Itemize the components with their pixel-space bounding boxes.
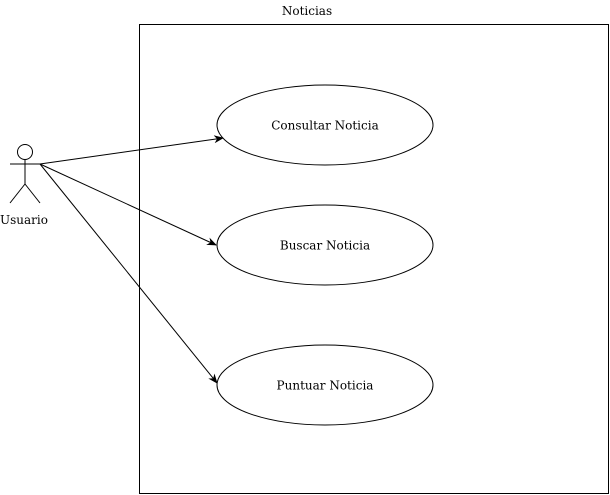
association-buscar bbox=[39, 163, 217, 246]
actor-label: Usuario bbox=[0, 213, 48, 227]
actor-leg-right bbox=[24, 183, 41, 204]
actor-head bbox=[17, 144, 33, 160]
actor-leg-left bbox=[9, 183, 26, 204]
use-case-label: Buscar Noticia bbox=[280, 239, 370, 253]
actor-usuario bbox=[9, 144, 41, 204]
use-case-buscar-noticia: Buscar Noticia bbox=[216, 204, 434, 286]
use-case-puntuar-noticia: Puntuar Noticia bbox=[216, 344, 434, 426]
use-case-label: Puntuar Noticia bbox=[277, 379, 374, 393]
use-case-ellipse bbox=[216, 344, 434, 426]
use-case-ellipse bbox=[216, 204, 434, 286]
use-case-consultar-noticia: Consultar Noticia bbox=[216, 84, 434, 166]
use-case-ellipse bbox=[216, 84, 434, 166]
association-consultar bbox=[39, 135, 224, 165]
association-puntuar bbox=[39, 163, 218, 384]
system-boundary-title: Noticias bbox=[282, 4, 332, 18]
use-case-label: Consultar Noticia bbox=[271, 119, 378, 133]
